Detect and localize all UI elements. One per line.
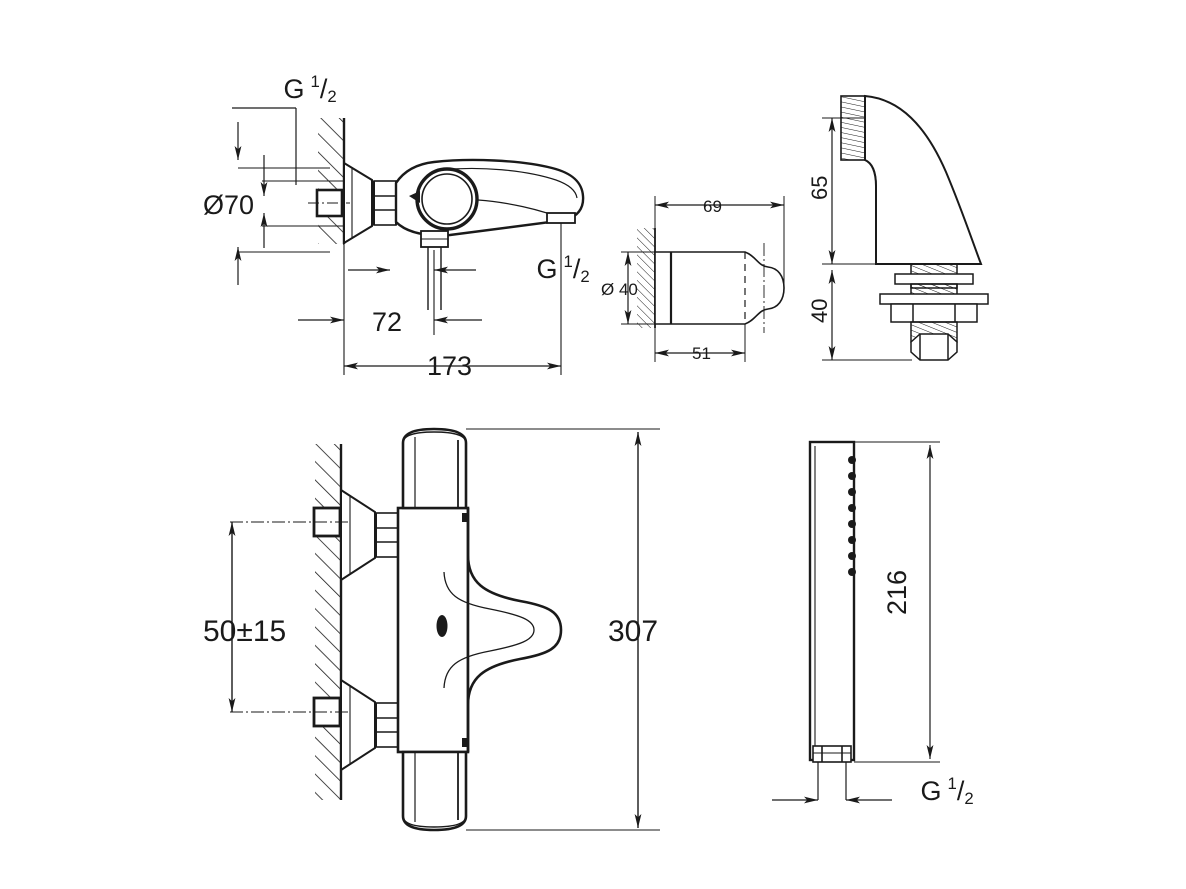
dimensions-hand-shower [772, 441, 940, 804]
head-body-inner-outlet [864, 159, 877, 187]
mixer-body-thermostat [396, 506, 470, 754]
dimensions-shower-outlet [822, 117, 912, 361]
dimensions-thermostat [228, 428, 660, 831]
shank-outlet [879, 263, 989, 361]
dimensions-wall-bracket [621, 196, 785, 362]
inlet-connector-lower-thermostat [230, 696, 348, 728]
body-nibs-thermostat [462, 513, 468, 747]
spray-face-outlet [840, 95, 866, 161]
union-nut-lower-thermostat [375, 702, 399, 748]
label-bracket-body-length: 51 [692, 344, 711, 363]
union-nut-upper-thermostat [375, 512, 399, 558]
spray-nozzle-dots [848, 456, 856, 576]
escutcheon-lower-thermostat [340, 678, 376, 772]
temperature-handle-thermostat [401, 427, 468, 510]
label-bath-outlet-offset: 72 [372, 307, 402, 337]
inlet-connector-upper-thermostat [230, 506, 348, 538]
wall-section-thermostat [315, 444, 343, 800]
outlet-nipple-bath [420, 230, 449, 310]
view-wall-bracket: 69 51 Ø 40 [601, 196, 785, 363]
hand-shower-body [808, 440, 856, 762]
dimensions-bath-mixer [232, 107, 562, 375]
union-nut-bath-mixer [373, 180, 397, 226]
hose-outlet-stub-bath [546, 212, 576, 295]
label-outlet-shank-height: 40 [807, 299, 832, 323]
hand-shower-connection [812, 745, 852, 800]
escutcheon-upper-thermostat [340, 488, 376, 582]
wall-section-bracket [637, 228, 656, 328]
label-hand-shower-length: 216 [882, 570, 912, 615]
body-front-profile-thermostat [466, 508, 563, 752]
view-thermostat-mixer: 50±15 307 [203, 427, 660, 832]
indicator-mark-thermostat [436, 615, 448, 637]
label-bracket-plate-dia: Ø 40 [601, 280, 638, 299]
inlet-connector-bath-mixer [308, 188, 350, 218]
label-bracket-overall-length: 69 [703, 197, 722, 216]
label-bath-total-projection: 173 [427, 351, 472, 381]
cartridge-ring-bath [409, 167, 479, 231]
volume-handle-thermostat [401, 750, 468, 832]
view-shower-outlet: 65 40 [807, 94, 989, 361]
body-front-inner-thermostat [443, 571, 535, 689]
bracket-body [654, 243, 785, 333]
escutcheon-bath-mixer [343, 161, 373, 245]
head-body-outlet [864, 94, 983, 265]
label-outlet-head-height: 65 [807, 176, 832, 200]
label-thermostat-inlet-centres: 50±15 [203, 615, 286, 648]
label-thermostat-overall-width: 307 [608, 615, 658, 648]
label-bath-escutcheon-dia: Ø70 [203, 190, 254, 220]
